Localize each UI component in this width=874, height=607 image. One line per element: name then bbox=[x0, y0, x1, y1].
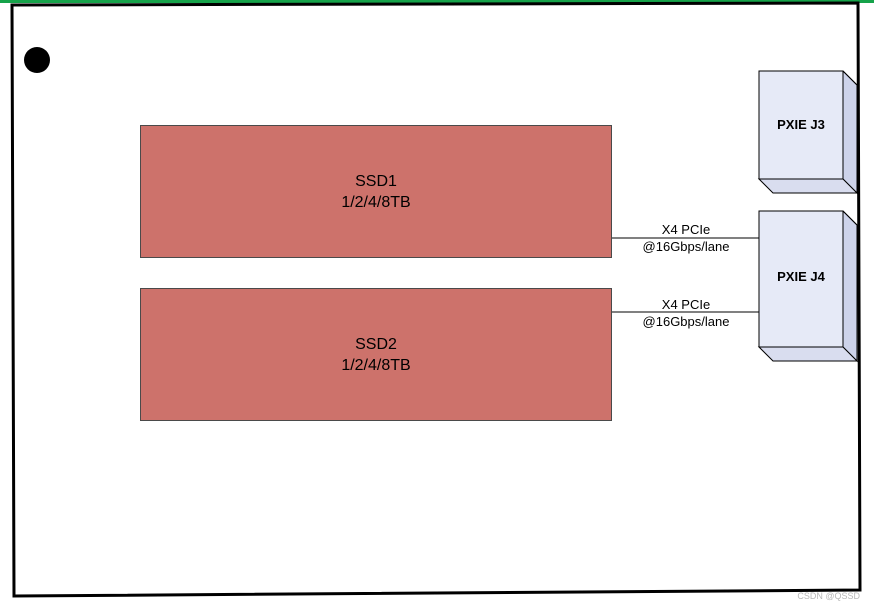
connector-pxie-j3-label: PXIE J3 bbox=[777, 117, 825, 132]
link2-type: X4 PCIe bbox=[661, 297, 711, 312]
ssd1-name: SSD1 bbox=[355, 172, 397, 190]
link1-speed: @16Gbps/lane bbox=[642, 239, 730, 254]
link1-label: X4 PCIe @16Gbps/lane bbox=[614, 221, 758, 255]
ssd1-block: SSD1 1/2/4/8TB bbox=[140, 125, 612, 258]
mounting-hole-icon bbox=[24, 47, 50, 73]
connector-pxie-j4-shape bbox=[757, 210, 859, 363]
ssd2-block: SSD2 1/2/4/8TB bbox=[140, 288, 612, 421]
link2-label: X4 PCIe @16Gbps/lane bbox=[614, 296, 758, 330]
watermark: CSDN @QSSD bbox=[797, 591, 860, 601]
connector-pxie-j3-shape bbox=[757, 70, 859, 195]
connector-pxie-j4-label: PXIE J4 bbox=[777, 269, 825, 284]
link2-speed: @16Gbps/lane bbox=[642, 314, 730, 329]
top-accent-bar bbox=[0, 0, 874, 3]
link1-type: X4 PCIe bbox=[661, 222, 711, 237]
ssd2-name: SSD2 bbox=[355, 335, 397, 353]
ssd1-capacity: 1/2/4/8TB bbox=[341, 193, 411, 211]
ssd2-capacity: 1/2/4/8TB bbox=[341, 356, 411, 374]
